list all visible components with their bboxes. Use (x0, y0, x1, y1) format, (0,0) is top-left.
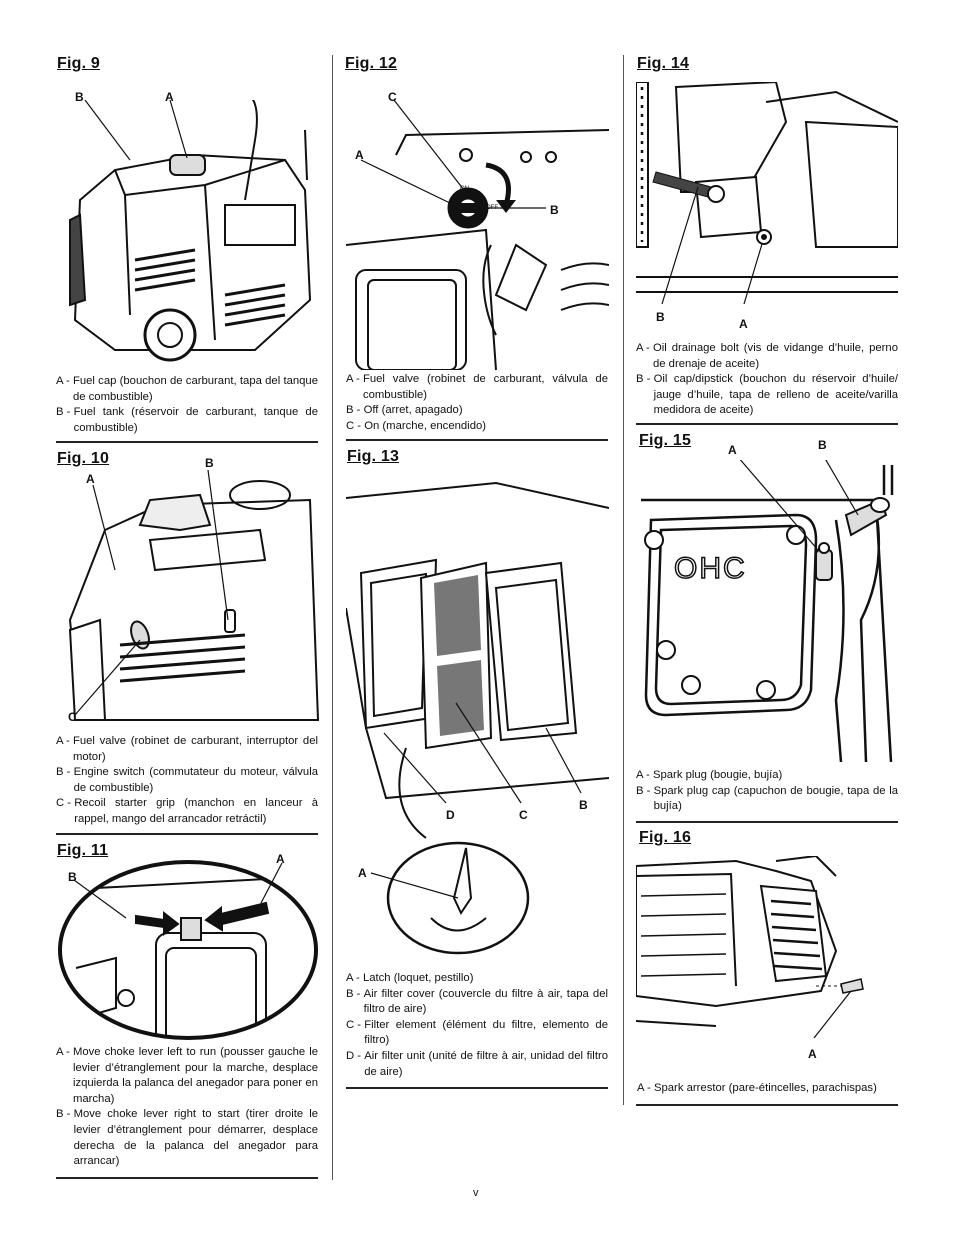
fig12-callout-a: A (355, 148, 364, 162)
fig10-callout-c: C (68, 710, 77, 724)
fig13-callout-d: D (446, 808, 455, 822)
fig15-callout-a: A (728, 443, 737, 457)
fig12-divider (346, 439, 608, 441)
fig13-callout-a: A (358, 866, 367, 880)
fig9-callout-b: B (75, 90, 84, 104)
fig13-callout-b: B (579, 798, 588, 812)
fig12-callout-b: B (550, 203, 559, 217)
fig9-divider (56, 441, 318, 443)
fig12-captions: A - Fuel valve (robinet de carburant, vá… (346, 373, 608, 432)
fig15-spark-plug-illustration: OHC (636, 460, 898, 762)
fig14-title: Fig. 14 (637, 55, 690, 72)
fig15-ohc-mark: OHC (674, 552, 747, 585)
page-number: v (473, 1187, 479, 1199)
fig9-callout-a: A (165, 90, 174, 104)
fig16-callout-a: A (808, 1047, 817, 1061)
fig16-divider (636, 1104, 898, 1106)
fig11-callout-b: B (68, 870, 77, 884)
fig16-title: Fig. 16 (639, 829, 692, 846)
fig15-divider (636, 821, 898, 823)
fig11-choke-illustration (56, 858, 321, 1043)
fig13-callout-c: C (519, 808, 528, 822)
fig10-callout-b: B (205, 456, 214, 470)
fig14-captions: A - Oil drainage bolt (vis de vidange d’… (636, 342, 898, 417)
fig14-divider (636, 423, 898, 425)
fig11-title: Fig. 11 (57, 842, 109, 859)
fig9-caption-a: A - Fuel cap (bouchon de carburant, tapa… (56, 375, 318, 403)
fig16-spark-arrestor-illustration (636, 856, 898, 1046)
fig9-caption-b: B - Fuel tank (réservoir de carburant, t… (56, 406, 318, 434)
column-separator-right (623, 55, 624, 1105)
fig11-callout-a: A (276, 852, 285, 866)
fig14-oil-drain-illustration (636, 82, 898, 307)
fig12-valve-on-label: ON (460, 186, 469, 192)
fig15-captions: A - Spark plug (bougie, bujía) B - Spark… (636, 769, 898, 813)
fig11-divider (56, 1177, 318, 1179)
fig12-fuel-valve-illustration: ON OFF (346, 95, 609, 370)
fig15-title: Fig. 15 (639, 432, 692, 449)
fig12-callout-c: C (388, 90, 397, 104)
fig15-callout-b: B (818, 438, 827, 452)
fig12-title: Fig. 12 (345, 55, 398, 72)
fig13-captions: A - Latch (loquet, pestillo) B - Air fil… (346, 972, 608, 1078)
fig11-captions: A - Move choke lever left to run (pousse… (56, 1046, 318, 1168)
fig9-captions: A - Fuel cap (bouchon de carburant, tapa… (56, 374, 318, 436)
fig13-title: Fig. 13 (347, 448, 400, 465)
fig10-callout-a: A (86, 472, 95, 486)
fig14-callout-a: A (739, 317, 748, 331)
fig16-captions: A - Spark arrestor (pare-étincelles, par… (637, 1082, 877, 1094)
column-separator-left (332, 55, 333, 1180)
fig9-generator-illustration (55, 100, 320, 365)
fig13-air-filter-illustration (346, 478, 609, 958)
fig10-captions: A - Fuel valve (robinet de carburant, in… (56, 735, 318, 825)
fig14-callout-b: B (656, 310, 665, 324)
fig10-title: Fig. 10 (57, 450, 110, 467)
fig10-control-panel-illustration (60, 470, 320, 730)
fig9-title: Fig. 9 (57, 55, 100, 72)
fig13-divider (346, 1087, 608, 1089)
fig10-divider (56, 833, 318, 835)
